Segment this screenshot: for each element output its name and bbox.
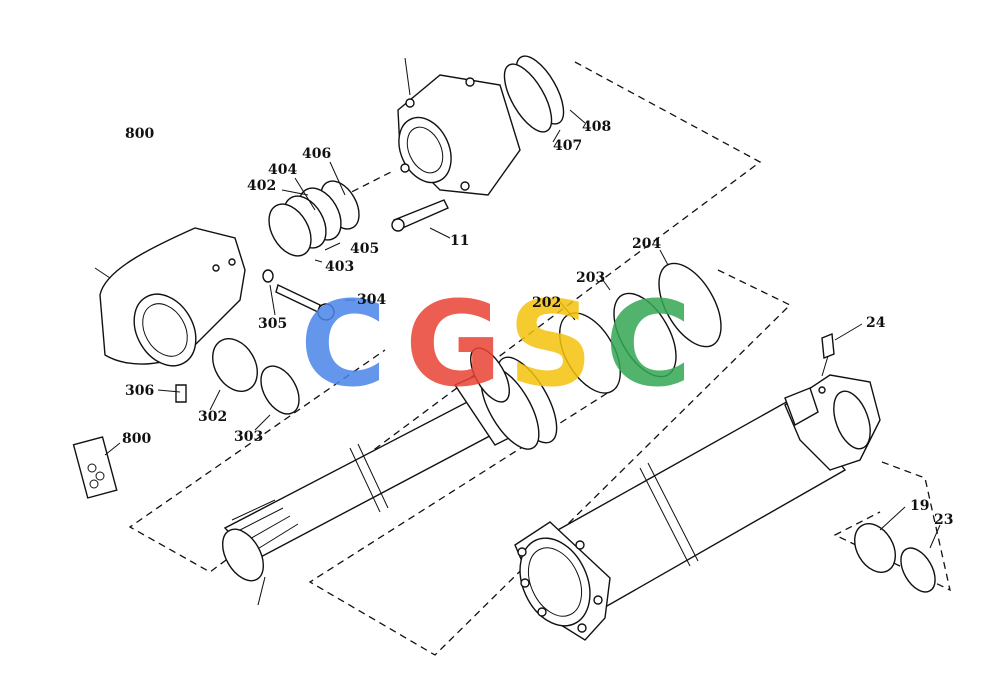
watermark: C G S C xyxy=(300,275,692,413)
label-305: 305 xyxy=(258,316,287,332)
label-11: 11 xyxy=(450,233,469,249)
label-304: 304 xyxy=(357,292,386,308)
rod-eye xyxy=(94,227,246,367)
label-24: 24 xyxy=(866,315,886,331)
label-406: 406 xyxy=(302,146,331,162)
watermark-letter-1: C xyxy=(300,275,387,413)
leader-lines xyxy=(104,109,941,549)
label-800-top: 800 xyxy=(125,126,154,142)
label-202: 202 xyxy=(532,295,561,311)
part-labels: 800 402 404 406 405 403 408 407 11 204 2… xyxy=(122,119,953,528)
label-405: 405 xyxy=(350,241,379,257)
label-402: 402 xyxy=(247,178,276,194)
label-407: 407 xyxy=(553,138,582,154)
label-23: 23 xyxy=(934,512,953,528)
label-19: 19 xyxy=(910,498,929,514)
watermark-letter-4: C xyxy=(605,275,692,413)
label-204: 204 xyxy=(632,236,661,252)
label-403: 403 xyxy=(325,259,354,275)
label-306: 306 xyxy=(125,383,154,399)
watermark-letter-2: G xyxy=(405,275,502,413)
label-302: 302 xyxy=(198,409,227,425)
cylinder-head xyxy=(391,57,521,232)
label-203: 203 xyxy=(576,270,605,286)
seal-kit-parts xyxy=(72,55,936,593)
cylinder-tube xyxy=(514,333,881,641)
label-800-kit: 800 xyxy=(122,431,151,447)
piston-rod xyxy=(221,347,558,606)
label-303: 303 xyxy=(234,429,263,445)
label-404: 404 xyxy=(268,162,297,178)
label-408: 408 xyxy=(582,119,611,135)
watermark-letter-3: S xyxy=(508,275,593,413)
